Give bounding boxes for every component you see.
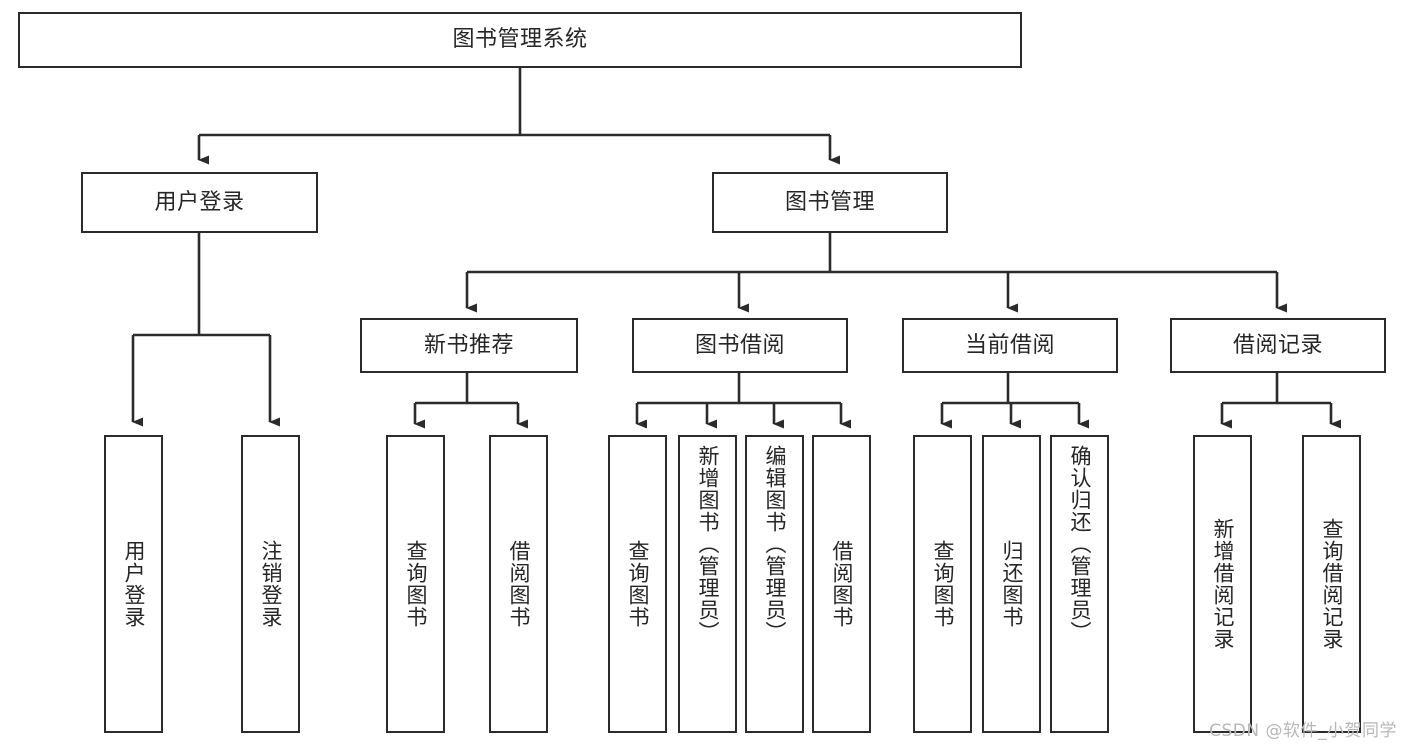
node-user-login-label: 用户登录 — [154, 189, 245, 215]
leaf-new-book-query-book[interactable]: 查询图书 — [386, 435, 445, 733]
leaf-new-book-query-book-label: 查询图书 — [403, 540, 428, 628]
leaf-book-borrow-query-book-label: 查询图书 — [625, 540, 650, 628]
leaf-user-login-login-label: 用户登录 — [121, 540, 146, 628]
leaf-book-borrow-borrow-book[interactable]: 借阅图书 — [812, 435, 871, 733]
leaf-new-book-borrow-book-label: 借阅图书 — [506, 540, 531, 628]
leaf-borrow-record-query-record-label: 查询借阅记录 — [1319, 518, 1344, 650]
node-book-management-label: 图书管理 — [784, 189, 875, 215]
leaf-borrow-record-add-record-label: 新增借阅记录 — [1210, 518, 1235, 650]
node-book-management[interactable]: 图书管理 — [712, 172, 948, 233]
leaf-current-borrow-query-book[interactable]: 查询图书 — [913, 435, 972, 733]
leaf-current-borrow-confirm-return-admin-label: 确认归还（管理员） — [1067, 445, 1092, 643]
node-user-login[interactable]: 用户登录 — [81, 172, 318, 233]
node-book-borrow[interactable]: 图书借阅 — [632, 318, 848, 373]
leaf-borrow-record-query-record[interactable]: 查询借阅记录 — [1302, 435, 1361, 733]
leaf-book-borrow-edit-book-admin-label: 编辑图书（管理员） — [762, 445, 787, 643]
node-new-book-recommend[interactable]: 新书推荐 — [360, 318, 578, 373]
watermark-text: CSDN @软件_小贺同学 — [1209, 721, 1397, 741]
leaf-book-borrow-add-book-admin[interactable]: 新增图书（管理员） — [678, 435, 737, 733]
leaf-user-login-logout-label: 注销登录 — [258, 540, 283, 628]
node-new-book-recommend-label: 新书推荐 — [423, 332, 514, 358]
leaf-book-borrow-query-book[interactable]: 查询图书 — [608, 435, 667, 733]
leaf-book-borrow-add-book-admin-label: 新增图书（管理员） — [695, 445, 720, 643]
leaf-book-borrow-edit-book-admin[interactable]: 编辑图书（管理员） — [745, 435, 804, 733]
node-root-book-management-system[interactable]: 图书管理系统 — [18, 12, 1022, 68]
leaf-current-borrow-return-book-label: 归还图书 — [999, 540, 1024, 628]
leaf-current-borrow-return-book[interactable]: 归还图书 — [982, 435, 1041, 733]
node-borrow-record[interactable]: 借阅记录 — [1170, 318, 1386, 373]
leaf-borrow-record-add-record[interactable]: 新增借阅记录 — [1193, 435, 1252, 733]
leaf-user-login-login[interactable]: 用户登录 — [104, 435, 163, 733]
leaf-new-book-borrow-book[interactable]: 借阅图书 — [489, 435, 548, 733]
leaf-user-login-logout[interactable]: 注销登录 — [241, 435, 300, 733]
leaf-current-borrow-confirm-return-admin[interactable]: 确认归还（管理员） — [1050, 435, 1109, 733]
leaf-current-borrow-query-book-label: 查询图书 — [930, 540, 955, 628]
leaf-book-borrow-borrow-book-label: 借阅图书 — [829, 540, 854, 628]
node-borrow-record-label: 借阅记录 — [1232, 332, 1323, 358]
node-current-borrow[interactable]: 当前借阅 — [902, 318, 1118, 373]
node-root-label: 图书管理系统 — [452, 27, 588, 53]
node-book-borrow-label: 图书借阅 — [694, 332, 785, 358]
node-current-borrow-label: 当前借阅 — [964, 332, 1055, 358]
